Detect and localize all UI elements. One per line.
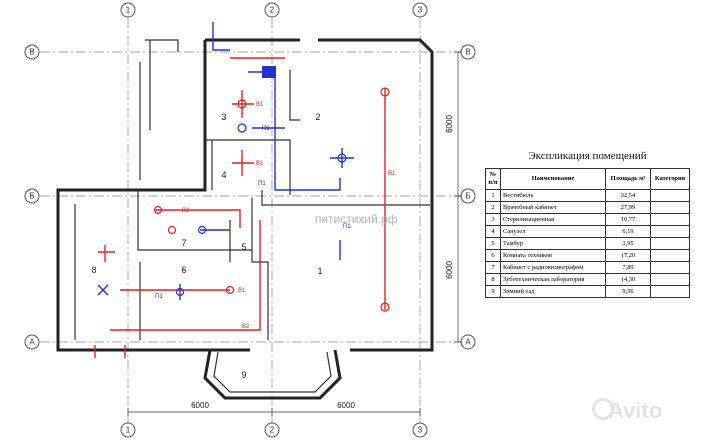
dimension-lines: 6000 6000 6000 6000 bbox=[127, 51, 462, 416]
axis-marker-2-bottom: 2 bbox=[264, 422, 280, 438]
room-schedule: Экспликация помещений № п/п Наименование… bbox=[485, 150, 690, 298]
svg-text:1: 1 bbox=[126, 426, 131, 435]
axis-grid bbox=[40, 18, 470, 428]
axis-marker-3-top: 3 bbox=[412, 2, 428, 18]
room-6-label: 6 bbox=[181, 265, 186, 275]
room-7-label: 7 bbox=[181, 238, 186, 248]
header-category: Категория bbox=[650, 168, 690, 190]
svg-text:3: 3 bbox=[418, 426, 423, 435]
table-row: 7 Кабинет с радиовизиографом 7,89 bbox=[485, 261, 690, 274]
axis-marker-3-bottom: 3 bbox=[412, 422, 428, 438]
room-schedule-table: № п/п Наименование Площадь м² Категория … bbox=[485, 168, 690, 298]
svg-text:2: 2 bbox=[270, 426, 275, 435]
avito-logo-icon bbox=[592, 398, 614, 420]
svg-text:В1: В1 bbox=[238, 288, 246, 294]
walls bbox=[56, 38, 434, 400]
room-8-label: 8 bbox=[91, 265, 96, 275]
svg-text:1: 1 bbox=[126, 6, 131, 15]
axis-marker-a-left: А bbox=[24, 334, 40, 350]
axis-marker-1-bottom: 1 bbox=[120, 422, 136, 438]
table-row: 1 Вестибюль 32,54 bbox=[485, 189, 690, 202]
svg-text:Б: Б bbox=[465, 192, 470, 201]
dimension-right-lower: 6000 bbox=[445, 261, 454, 279]
axis-marker-b-left: Б bbox=[24, 188, 40, 204]
table-row: 9 Зимний сад 9,56 bbox=[485, 285, 690, 298]
table-row: 6 Комната техников 17,20 bbox=[485, 249, 690, 262]
axis-marker-2-top: 2 bbox=[264, 2, 280, 18]
svg-text:А: А bbox=[465, 338, 471, 347]
table-row: 4 Санузел 6,19 bbox=[485, 225, 690, 238]
pipe-labels: В1 П1 В1 П1 В1 В2 П1 В1 В2 П1 bbox=[155, 102, 396, 330]
room-2-label: 2 bbox=[315, 112, 320, 122]
room-4-label: 4 bbox=[221, 170, 226, 180]
room-1-label: 1 bbox=[317, 266, 322, 276]
svg-text:В1: В1 bbox=[388, 171, 396, 177]
svg-text:В1: В1 bbox=[256, 161, 264, 167]
room-schedule-header-row: № п/п Наименование Площадь м² Категория bbox=[485, 168, 690, 190]
table-row: 8 Зуботехническая лаборатория 14,30 bbox=[485, 273, 690, 286]
avito-watermark: Avito bbox=[608, 398, 663, 423]
room-9-label: 9 bbox=[241, 370, 246, 380]
header-name: Наименование bbox=[500, 168, 606, 190]
room-5-label: 5 bbox=[241, 242, 246, 252]
svg-text:В: В bbox=[465, 48, 470, 57]
svg-text:А: А bbox=[29, 338, 35, 347]
svg-text:П1: П1 bbox=[343, 224, 351, 230]
axis-marker-v-left: В bbox=[24, 44, 40, 60]
svg-text:П1: П1 bbox=[258, 181, 266, 187]
room-schedule-title: Экспликация помещений bbox=[528, 150, 647, 162]
header-number: № п/п bbox=[485, 168, 501, 190]
svg-text:В1: В1 bbox=[256, 102, 264, 108]
axis-marker-b-right: Б bbox=[460, 188, 476, 204]
svg-text:2: 2 bbox=[270, 6, 275, 15]
dimension-bottom-left: 6000 bbox=[191, 401, 209, 410]
svg-text:В2: В2 bbox=[242, 324, 250, 330]
svg-text:П1: П1 bbox=[155, 294, 163, 300]
room-numbers: 2 1 3 4 5 6 7 8 9 bbox=[91, 112, 322, 380]
watermark-text: пятистихий.рф bbox=[315, 212, 398, 226]
header-area: Площадь м² bbox=[605, 168, 651, 190]
svg-text:3: 3 bbox=[418, 6, 423, 15]
axis-marker-1-top: 1 bbox=[120, 2, 136, 18]
dimension-right-upper: 6000 bbox=[445, 115, 454, 133]
table-row: 3 Стерилизационная 10,77 bbox=[485, 213, 690, 226]
axis-marker-v-right: В bbox=[460, 44, 476, 60]
supply-pipes bbox=[94, 57, 390, 358]
dimension-bottom-right: 6000 bbox=[337, 401, 355, 410]
svg-text:В2: В2 bbox=[182, 208, 190, 214]
table-row: 2 Врачебный кабинет 27,99 bbox=[485, 201, 690, 214]
axis-marker-a-right: А bbox=[460, 334, 476, 350]
exhaust-pipes bbox=[97, 22, 354, 300]
svg-text:Б: Б bbox=[29, 192, 34, 201]
svg-text:В: В bbox=[29, 48, 34, 57]
room-3-label: 3 bbox=[221, 112, 226, 122]
svg-text:П1: П1 bbox=[262, 126, 270, 132]
table-row: 5 Тамбур 3,95 bbox=[485, 237, 690, 250]
